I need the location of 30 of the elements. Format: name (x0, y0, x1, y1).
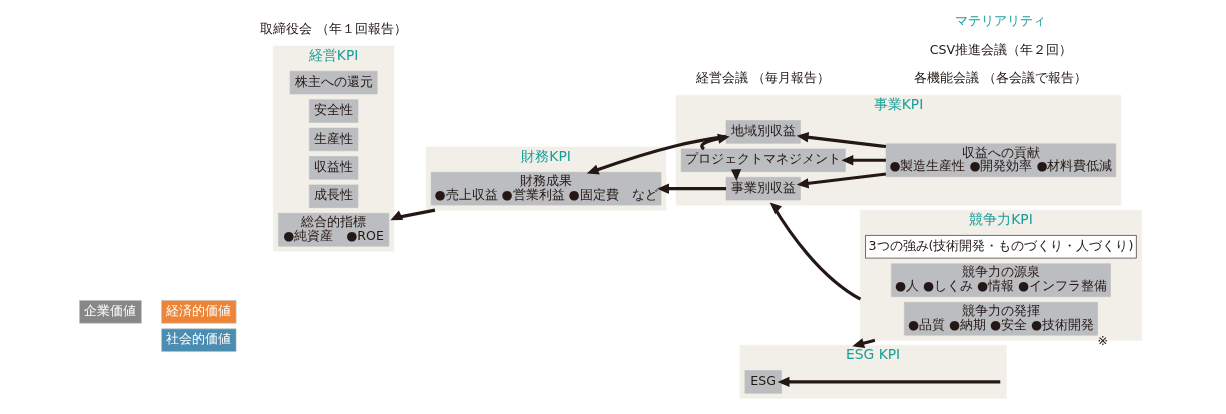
node-box: 地域別収益 (725, 120, 801, 144)
node-box: 3つの強み(技術開発・ものづくり・人づくり) (865, 235, 1137, 259)
node-box: 安全性 (309, 99, 359, 123)
label: マテリアリティ (955, 13, 1047, 29)
arrow (586, 134, 727, 175)
label: 各機能会議 （各会議で報告） (914, 70, 1088, 85)
node-box: 株主への還元 (289, 70, 378, 95)
node-box: 事業別収益 (725, 177, 801, 201)
node-box: 経済的価値 (161, 300, 237, 324)
node-box: 競争力の発揮 ●品質 ●納期 ●安全 ●技術開発 (904, 302, 1098, 336)
node-box: 企業価値 (79, 300, 142, 324)
node-box: 総合的指標 ●純資産 ●ROE (278, 213, 390, 247)
arrow (777, 376, 1001, 388)
node-box: 社会的価値 (161, 328, 237, 352)
label: CSV推進会議（年２回） (929, 41, 1073, 57)
node-box: ESG (744, 370, 782, 394)
node-box: 収益への貢献 ●製造生産性 ●開発効率 ●材料費低減 (885, 143, 1117, 177)
label: 取締役会 （年１回報告） (260, 20, 408, 36)
node-box: 競争力の源泉 ●人 ●しくみ ●情報 ●インフラ整備 (891, 263, 1111, 297)
node-box: 収益性 (309, 156, 359, 180)
arrow (796, 132, 887, 149)
arrow (796, 172, 887, 189)
arrow (390, 208, 436, 221)
node-box: 成長性 (309, 184, 359, 208)
arrow (657, 183, 726, 194)
arrow (769, 202, 862, 301)
label: 経営会議 （毎月報告） (696, 70, 831, 85)
node-box: 財務成果 ●売上収益 ●営業利益 ●固定費 など (430, 171, 662, 206)
node-box: 生産性 (309, 127, 359, 152)
arrow (841, 155, 886, 166)
